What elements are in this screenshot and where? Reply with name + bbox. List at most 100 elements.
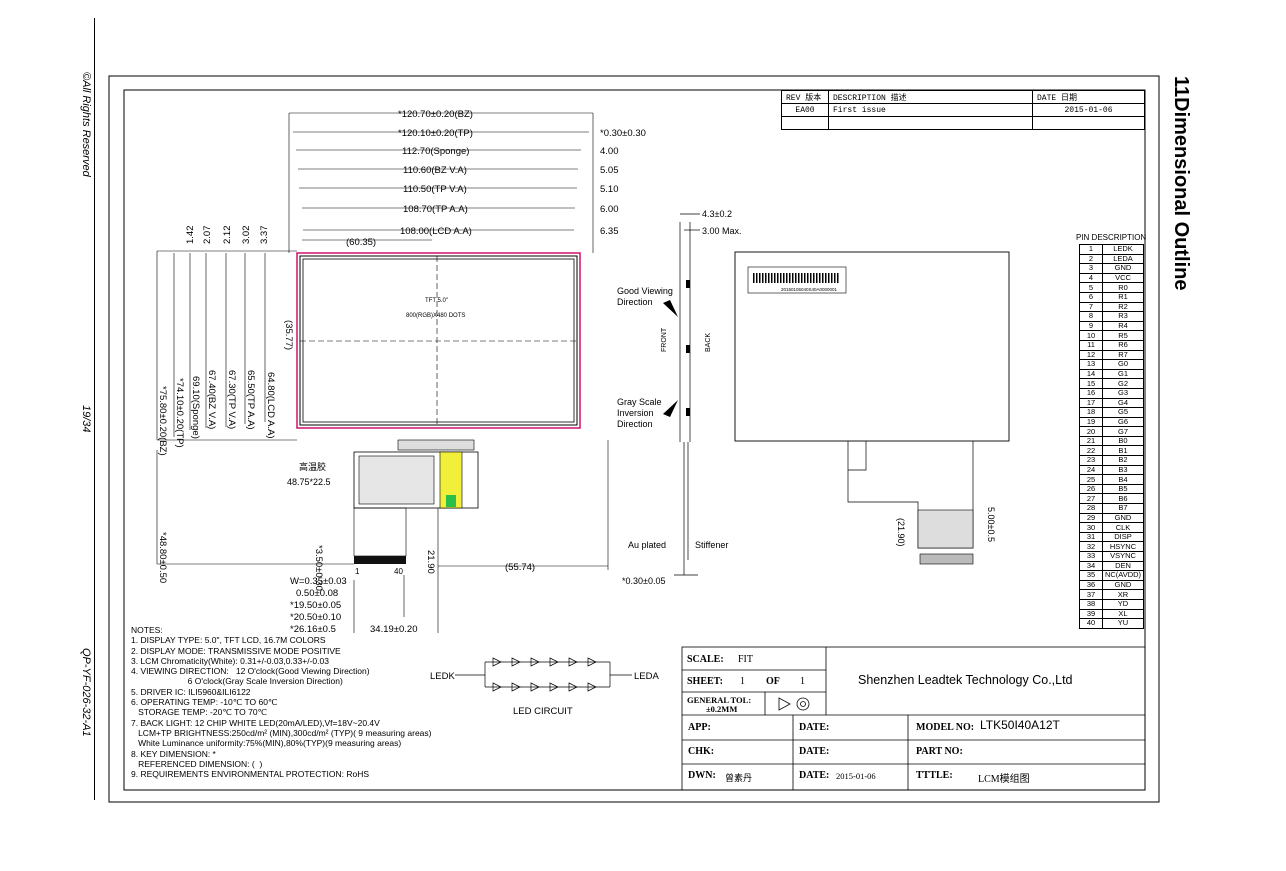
tol-value: ±0.2MM — [706, 704, 738, 714]
date-label-dwn: DATE: — [799, 770, 830, 781]
dim-fpc-x: 34.19±0.20 — [370, 624, 417, 635]
left-small-dimension-texts: 1.42 2.07 2.12 3.02 3.37 — [185, 226, 270, 245]
pin-number: 10 — [1079, 330, 1103, 341]
dim-right-3: 5.10 — [600, 184, 619, 195]
pin-signal: B2 — [1102, 455, 1144, 466]
pin-signal: B0 — [1102, 435, 1144, 447]
dim-sponge-height: 69.10(Sponge) — [190, 376, 201, 439]
pin-number: 36 — [1079, 579, 1103, 591]
pin-number: 26 — [1079, 483, 1103, 495]
pin-number: 31 — [1079, 531, 1103, 543]
pin-number: 16 — [1079, 387, 1103, 399]
led-left-label: LEDK — [430, 671, 455, 682]
pin-number: 30 — [1079, 522, 1103, 533]
pin-signal: XL — [1102, 608, 1144, 620]
dim-lcdaa-width: 108.00(LCD A.A) — [400, 226, 472, 237]
tp-outline — [299, 255, 578, 426]
front-label: FRONT — [661, 327, 668, 352]
pin-number: 11 — [1079, 339, 1103, 351]
led-circuit-title: LED CIRCUIT — [513, 706, 573, 717]
pin-40-label: 40 — [394, 567, 403, 576]
top-dimension-lines — [288, 112, 594, 253]
scale-value: FIT — [738, 654, 753, 665]
dim-fpc-pos: (55.74) — [505, 562, 535, 573]
pin-signal: R0 — [1102, 282, 1144, 293]
model-label: MODEL NO: — [916, 722, 975, 733]
dim-small-1: 2.07 — [202, 226, 213, 245]
led-circuit-drawing — [455, 661, 632, 688]
pin-number: 6 — [1079, 291, 1103, 303]
note-line: White Luminance uniformity:75%(MIN),80%(… — [131, 738, 402, 749]
pin-number: 12 — [1079, 349, 1103, 361]
pin-signal: G1 — [1102, 368, 1144, 380]
pin-signal: B1 — [1102, 445, 1144, 457]
pin-number: 5 — [1079, 282, 1103, 293]
pin-number: 3 — [1079, 263, 1103, 274]
dim-center-x: (60.35) — [346, 237, 376, 248]
rev-cell: First issue — [828, 103, 1033, 117]
pin-signal: GND — [1102, 512, 1144, 524]
pin-signal: B7 — [1102, 503, 1144, 514]
pin-signal: GND — [1102, 579, 1144, 591]
note-line: 7. BACK LIGHT: 12 CHIP WHITE LED(20mA/LE… — [131, 717, 380, 728]
title-label: TTTLE: — [916, 770, 953, 781]
date-label-app: DATE: — [799, 722, 830, 733]
dwn-value: 曾素丹 — [725, 773, 753, 783]
glue-area — [358, 455, 435, 505]
left-dimension-lines — [156, 250, 354, 565]
fpc-dimension-texts: (55.74) W=0.35±0.03 0.50±0.08 *19.50±0.0… — [290, 562, 535, 635]
pin-signal: B3 — [1102, 464, 1144, 476]
note-line: 9. REQUIREMENTS ENVIRONMENTAL PROTECTION… — [131, 769, 370, 780]
pin-signal: B5 — [1102, 483, 1144, 495]
pin-signal: DISP — [1102, 531, 1144, 543]
pin-description-header: PIN DESCRIPTION — [1076, 233, 1147, 242]
back-stiffener — [917, 509, 974, 549]
pin-signal: R3 — [1102, 311, 1144, 322]
stiffener: Stiffener — [695, 540, 728, 550]
pin-signal: GND — [1102, 263, 1144, 274]
fpc-top-hatch — [397, 439, 475, 451]
revision-table: REV 版本 DESCRIPTION 描述 DATE 日期 EA00 First… — [781, 90, 1145, 130]
pin-signal: G4 — [1102, 397, 1144, 409]
pin-signal: YD — [1102, 598, 1144, 610]
back-label: BACK — [705, 333, 712, 352]
pin-number: 32 — [1079, 541, 1103, 552]
side-view-mark-3 — [686, 408, 690, 416]
pin-signal: CLK — [1102, 522, 1144, 533]
pin-signal: B4 — [1102, 474, 1144, 485]
dim-right-1: 4.00 — [600, 146, 619, 157]
back-dim-b: 5.00±0.5 — [986, 507, 996, 542]
side-view-texts: 4.3±0.2 3.00 Max. Good Viewing Direction… — [617, 209, 742, 586]
dim-fpc-len: 21.90 — [425, 550, 436, 574]
pin-signal: NC(AVDD) — [1102, 570, 1144, 581]
side-thick: 4.3±0.2 — [702, 209, 732, 219]
fpc-dimension-lines — [353, 440, 609, 633]
glue-dim: 48.75*22.5 — [287, 477, 331, 487]
pin-signal: G6 — [1102, 416, 1144, 428]
dim-pitch-p: 0.50±0.08 — [296, 588, 338, 599]
dwn-label: DWN: — [688, 770, 716, 781]
glue-label: 高温胶 — [299, 461, 326, 472]
gray-scale-arrow — [663, 400, 678, 417]
pin-signal: G2 — [1102, 378, 1144, 389]
dim-small-3: 3.02 — [241, 226, 252, 245]
fpc-board — [353, 451, 479, 509]
note-line: 4. VIEWING DIRECTION: 12 O'clock(Good Vi… — [131, 666, 370, 677]
pin-number: 19 — [1079, 416, 1103, 428]
title-value: LCM模组图 — [978, 774, 1030, 785]
note-line: 5. DRIVER IC: ILI5960&ILI6122 — [131, 686, 251, 697]
right-dimension-texts: *0.30±0.30 4.00 5.05 5.10 6.00 6.35 — [600, 128, 646, 237]
